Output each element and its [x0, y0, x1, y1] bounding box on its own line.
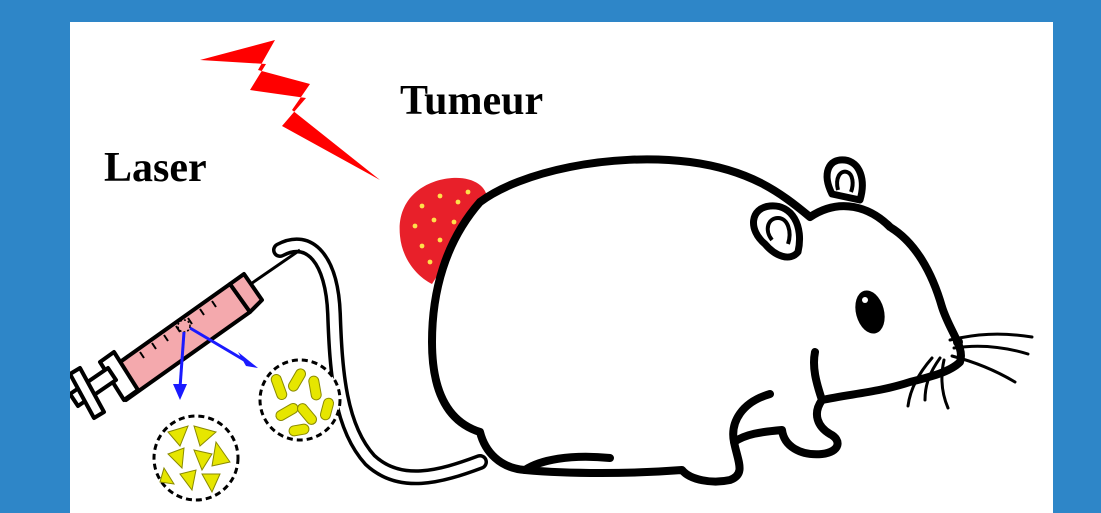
diagram-canvas: [70, 22, 1053, 513]
mouse-ear-back: [827, 160, 862, 200]
figure-panel: Tumeur Laser: [70, 22, 1053, 513]
rod-nanoparticles-cluster: [260, 360, 340, 440]
lightning-bolt-icon: [200, 40, 380, 180]
laser-label: Laser: [104, 147, 207, 189]
triangular-nanoparticles-cluster: [154, 416, 238, 500]
mouse-nose: [953, 337, 963, 347]
tumor-label: Tumeur: [400, 80, 543, 122]
